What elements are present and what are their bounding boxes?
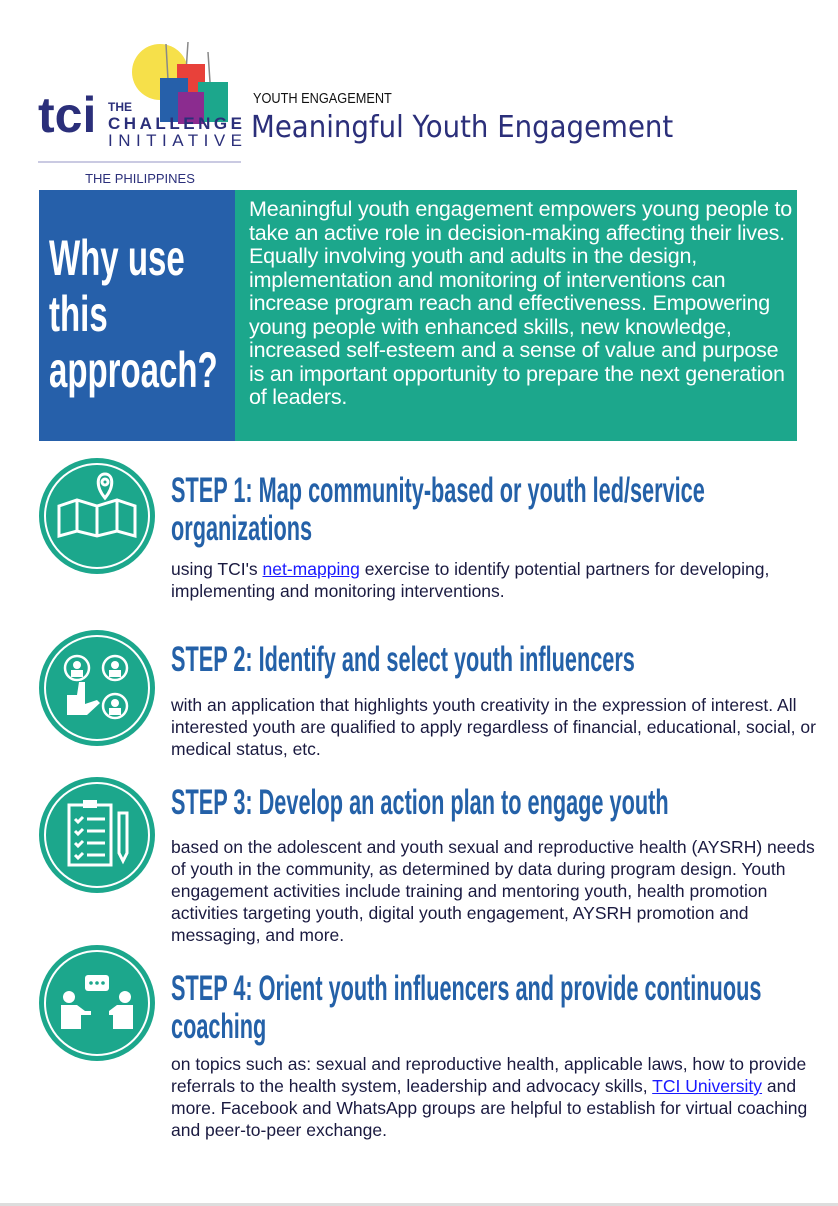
tci-logo: tci THE CHALLENGE INITIATIVE THE PHILIPP… <box>38 41 243 187</box>
svg-text:tci: tci <box>38 87 96 143</box>
step-title: STEP 1: Map community-based or youth led… <box>171 471 705 548</box>
why-box: Why use this approach? <box>39 190 235 441</box>
section-kicker: YOUTH ENGAGEMENT <box>253 90 392 107</box>
why-heading: Why use this approach? <box>49 230 218 398</box>
step-body: on topics such as: sexual and reproducti… <box>171 1053 826 1141</box>
intro-text: Meaningful youth engagement empowers you… <box>249 197 793 409</box>
step-body: based on the adolescent and youth sexual… <box>171 837 815 945</box>
step-text: exercise to identify potential partners … <box>171 559 770 601</box>
page-title: Meaningful Youth Engagement <box>251 110 674 145</box>
svg-text:THE: THE <box>108 100 132 114</box>
svg-text:THE PHILIPPINES: THE PHILIPPINES <box>85 171 195 186</box>
net-mapping-link[interactable]: net-mapping <box>262 559 360 579</box>
checklist-icon <box>39 777 155 893</box>
step-text: and more. Facebook and WhatsApp groups a… <box>171 1076 808 1140</box>
step-body: with an application that highlights yout… <box>171 695 816 759</box>
intro-box: Meaningful youth engagement empowers you… <box>235 190 797 441</box>
step-title: STEP 3: Develop an action plan to engage… <box>171 783 669 822</box>
step-body: using TCI's net-mapping exercise to iden… <box>171 558 826 602</box>
coaching-icon <box>39 945 155 1061</box>
step-title: STEP 2: Identify and select youth influe… <box>171 640 635 679</box>
select-people-icon <box>39 630 155 746</box>
svg-text:CHALLENGE: CHALLENGE <box>108 114 242 133</box>
map-pin-icon <box>39 458 155 574</box>
houses-logo-icon: tci THE CHALLENGE INITIATIVE THE PHILIPP… <box>38 41 242 186</box>
step-title: STEP 4: Orient youth influencers and pro… <box>171 969 762 1046</box>
svg-text:INITIATIVE: INITIATIVE <box>108 131 242 150</box>
page-bottom-border <box>0 1203 838 1206</box>
step-text: using TCI's <box>171 559 263 579</box>
step-text: on topics such as: sexual and reproducti… <box>171 1054 807 1096</box>
tci-university-link[interactable]: TCI University <box>652 1076 763 1096</box>
